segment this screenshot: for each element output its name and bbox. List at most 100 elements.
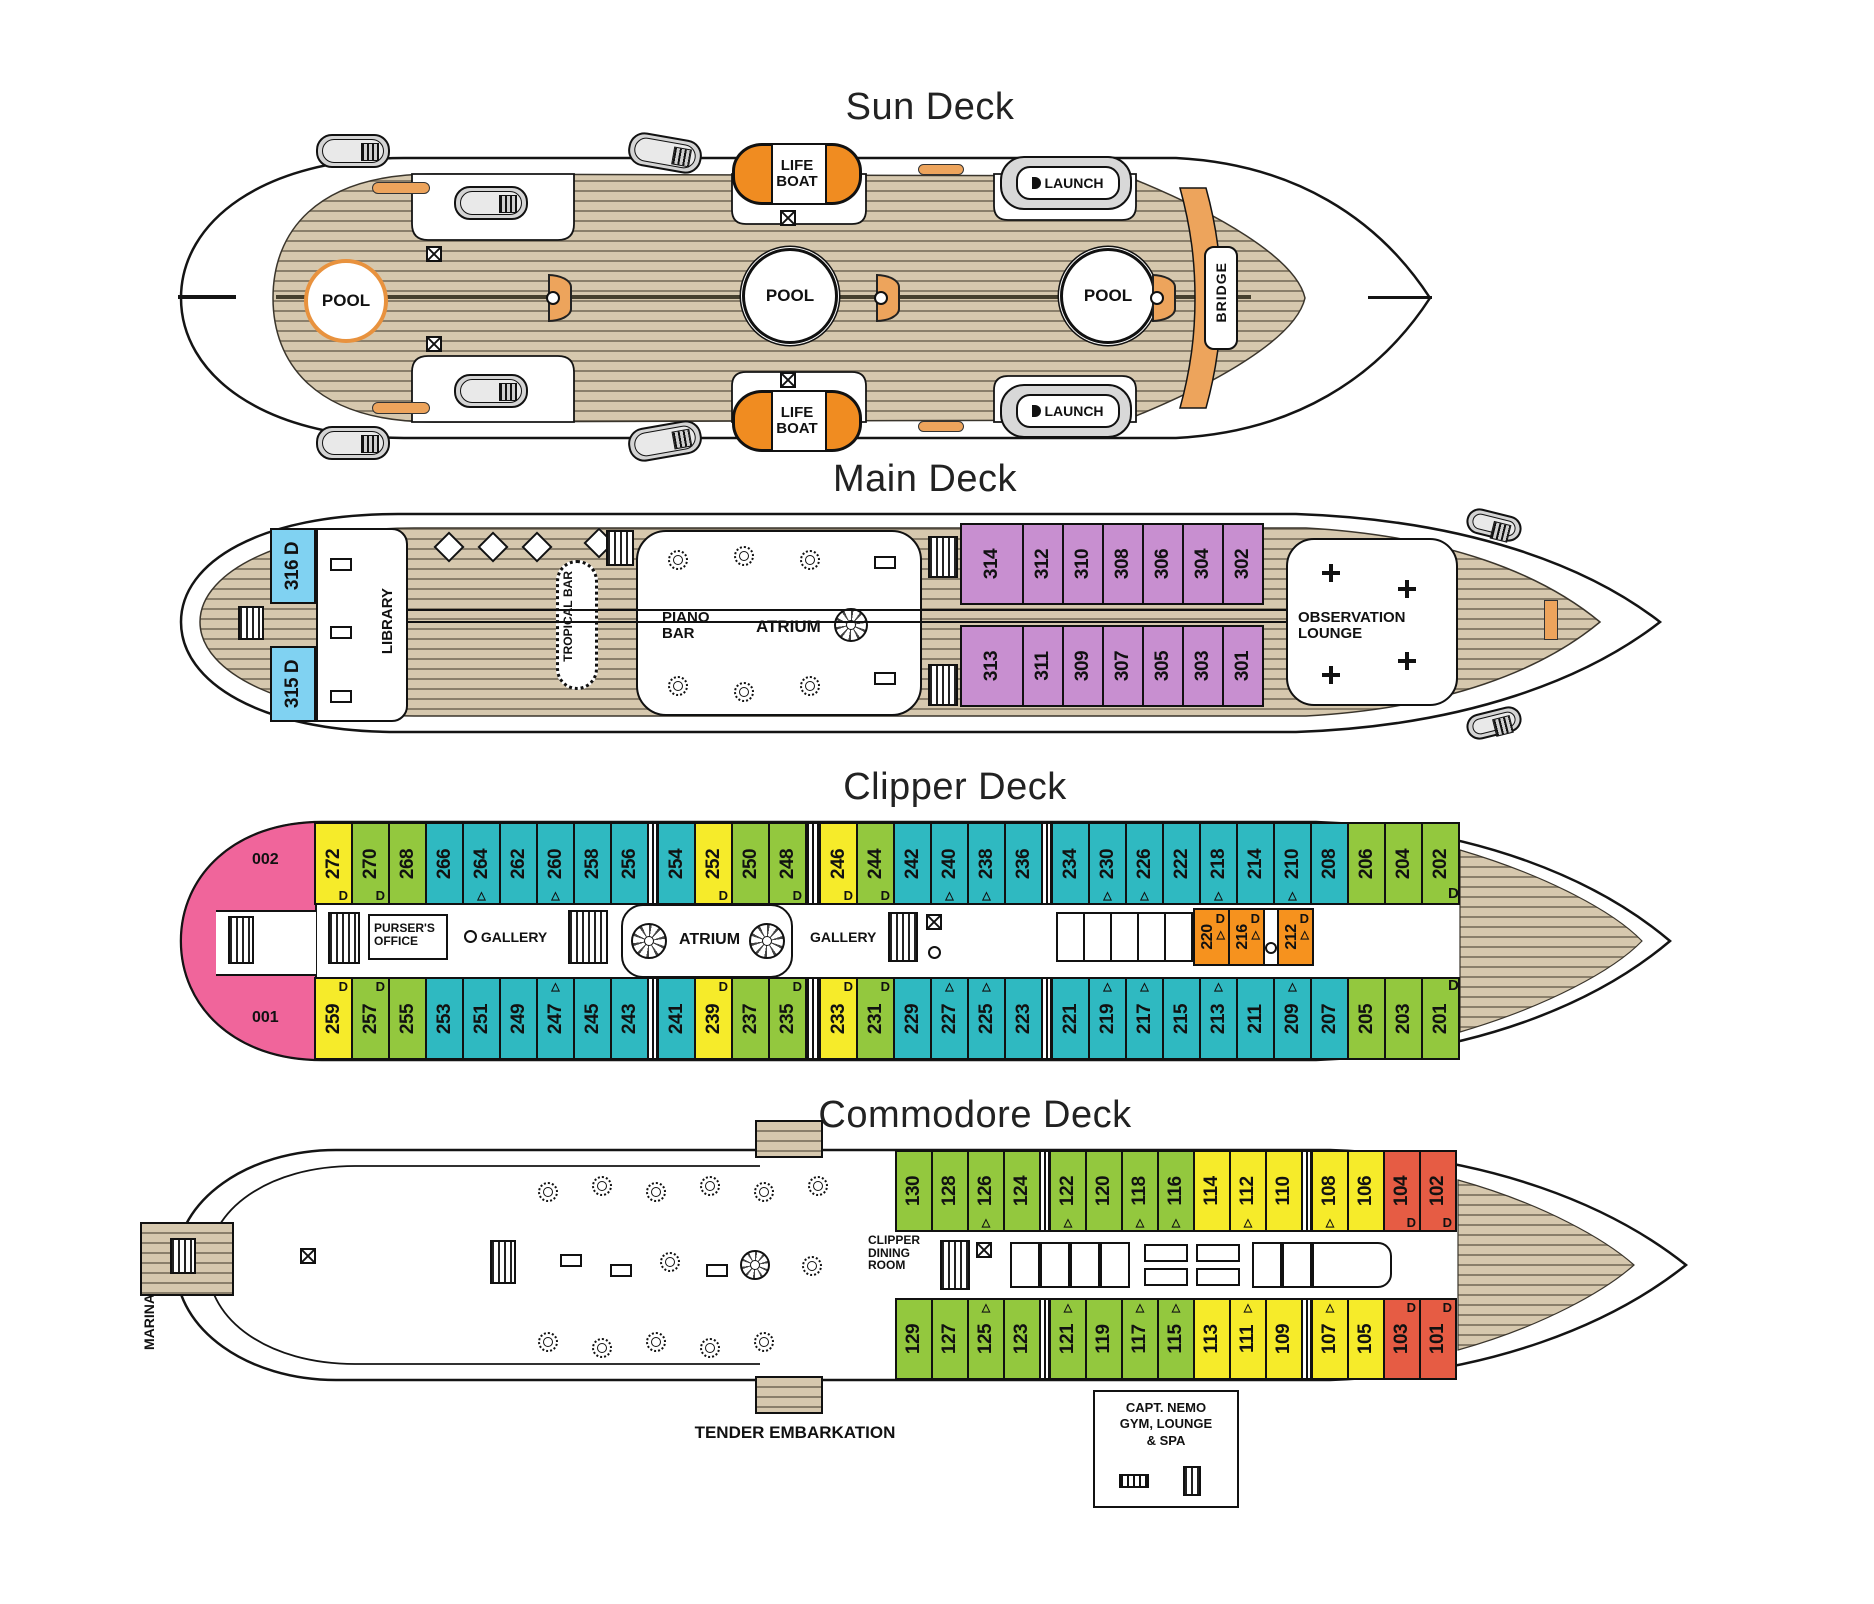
stairs-icon: [1183, 1466, 1201, 1496]
triangle-mark: △: [1171, 1217, 1181, 1229]
library-table: [330, 690, 352, 703]
door-mark: D: [338, 888, 348, 903]
gallery-dot-icon: [464, 930, 477, 943]
wind-scoop-icon: [876, 274, 900, 322]
gallery-aft-label: GALLERY: [810, 929, 877, 945]
cabin-124: 124: [1003, 1150, 1041, 1232]
door-mark: D: [375, 979, 385, 994]
cabin-113: 113: [1193, 1298, 1231, 1380]
cabin-121: 121△: [1049, 1298, 1087, 1380]
cabin-304: 304: [1182, 523, 1224, 605]
deck-hatch-icon: [780, 372, 796, 388]
lounge-table: [668, 550, 688, 570]
triangle-mark: △: [1135, 1302, 1145, 1314]
deck-bench: [918, 421, 964, 432]
stairs-icon: [940, 1240, 970, 1290]
cabin-108: 108△: [1311, 1150, 1349, 1232]
spiral-stair-icon: [631, 923, 667, 959]
sun-deck-title: Sun Deck: [845, 86, 1015, 128]
wind-scoop-icon: [1152, 274, 1176, 322]
deck-hatch-icon: [300, 1248, 316, 1264]
cabin-251: 251: [462, 977, 501, 1060]
stairs-icon: [490, 1240, 516, 1284]
cabin-117: 117△: [1121, 1298, 1159, 1380]
door-mark: D: [880, 979, 890, 994]
library-table: [330, 626, 352, 639]
main-deck-title: Main Deck: [833, 458, 1017, 500]
dining-table: [808, 1176, 828, 1196]
lounge-table: [734, 682, 754, 702]
deck-bench: [918, 164, 964, 175]
galley-unit: [1312, 1242, 1392, 1288]
cabin-236: 236: [1004, 822, 1043, 905]
triangle-mark: △: [1063, 1217, 1073, 1229]
lounge-table: [734, 546, 754, 566]
tender-platform-port: [755, 1120, 823, 1158]
cabin-241: 241: [657, 977, 696, 1060]
triangle-mark: △: [1140, 981, 1149, 993]
stairs-icon: [606, 530, 634, 566]
triangle-mark: △: [1171, 1302, 1181, 1314]
pool-fwd: POOL: [1060, 248, 1156, 344]
lounge-table: [874, 556, 896, 569]
tender-boat: [454, 186, 528, 220]
cabin-209: 209△: [1273, 977, 1312, 1060]
atrium-area: ATRIUM: [621, 904, 793, 978]
cabin-303: 303: [1182, 625, 1224, 707]
cabin-237: 237: [731, 977, 770, 1060]
cabin-226: 226△: [1125, 822, 1164, 905]
cabin-114: 114: [1193, 1150, 1231, 1232]
wind-scoop-icon: [548, 274, 572, 322]
dining-table: [646, 1182, 666, 1202]
crew-cabin: [1083, 912, 1112, 962]
cabin-311: 311: [1022, 625, 1064, 707]
deck-seat: [1544, 600, 1558, 640]
door-mark: D: [1406, 1215, 1416, 1230]
triangle-mark: △: [1243, 1302, 1253, 1314]
dining-table: [802, 1256, 822, 1276]
cabin-222: 222: [1162, 822, 1201, 905]
cabin-120: 120: [1085, 1150, 1123, 1232]
triangle-mark: △: [1214, 981, 1223, 993]
triangle-mark: △: [477, 890, 486, 902]
galley-unit: [1070, 1242, 1100, 1288]
triangle-mark: △: [551, 890, 560, 902]
door-mark: D: [792, 888, 802, 903]
crew-cabin: [1137, 912, 1166, 962]
commodore-deck-title: Commodore Deck: [818, 1094, 1132, 1136]
triangle-mark: △: [1325, 1217, 1335, 1229]
triangle-mark: △: [1140, 890, 1149, 902]
stairs-icon: [568, 910, 608, 964]
cabin-249: 249: [499, 977, 538, 1060]
cabin-001-label: 001: [252, 1009, 279, 1026]
door-mark: D: [375, 888, 385, 903]
cabin-254: 254: [657, 822, 696, 905]
cabin-314: 314: [960, 523, 1024, 605]
crew-cabin: [1056, 912, 1085, 962]
dining-table: [660, 1252, 680, 1272]
cabin-119: 119: [1085, 1298, 1123, 1380]
galley-unit: [1196, 1268, 1240, 1286]
triangle-mark: △: [945, 890, 954, 902]
cabin-002-label: 002: [252, 851, 279, 868]
deck-hatch-icon: [926, 914, 942, 930]
cabin-221: 221: [1051, 977, 1090, 1060]
triangle-mark: △: [1325, 1302, 1335, 1314]
cabin-218: 218△: [1199, 822, 1238, 905]
dining-table: [538, 1182, 558, 1202]
triangle-mark: △: [1216, 929, 1225, 941]
cabin-306: 306: [1142, 523, 1184, 605]
crew-cabin: [1164, 912, 1193, 962]
triangle-mark: △: [1135, 1217, 1145, 1229]
